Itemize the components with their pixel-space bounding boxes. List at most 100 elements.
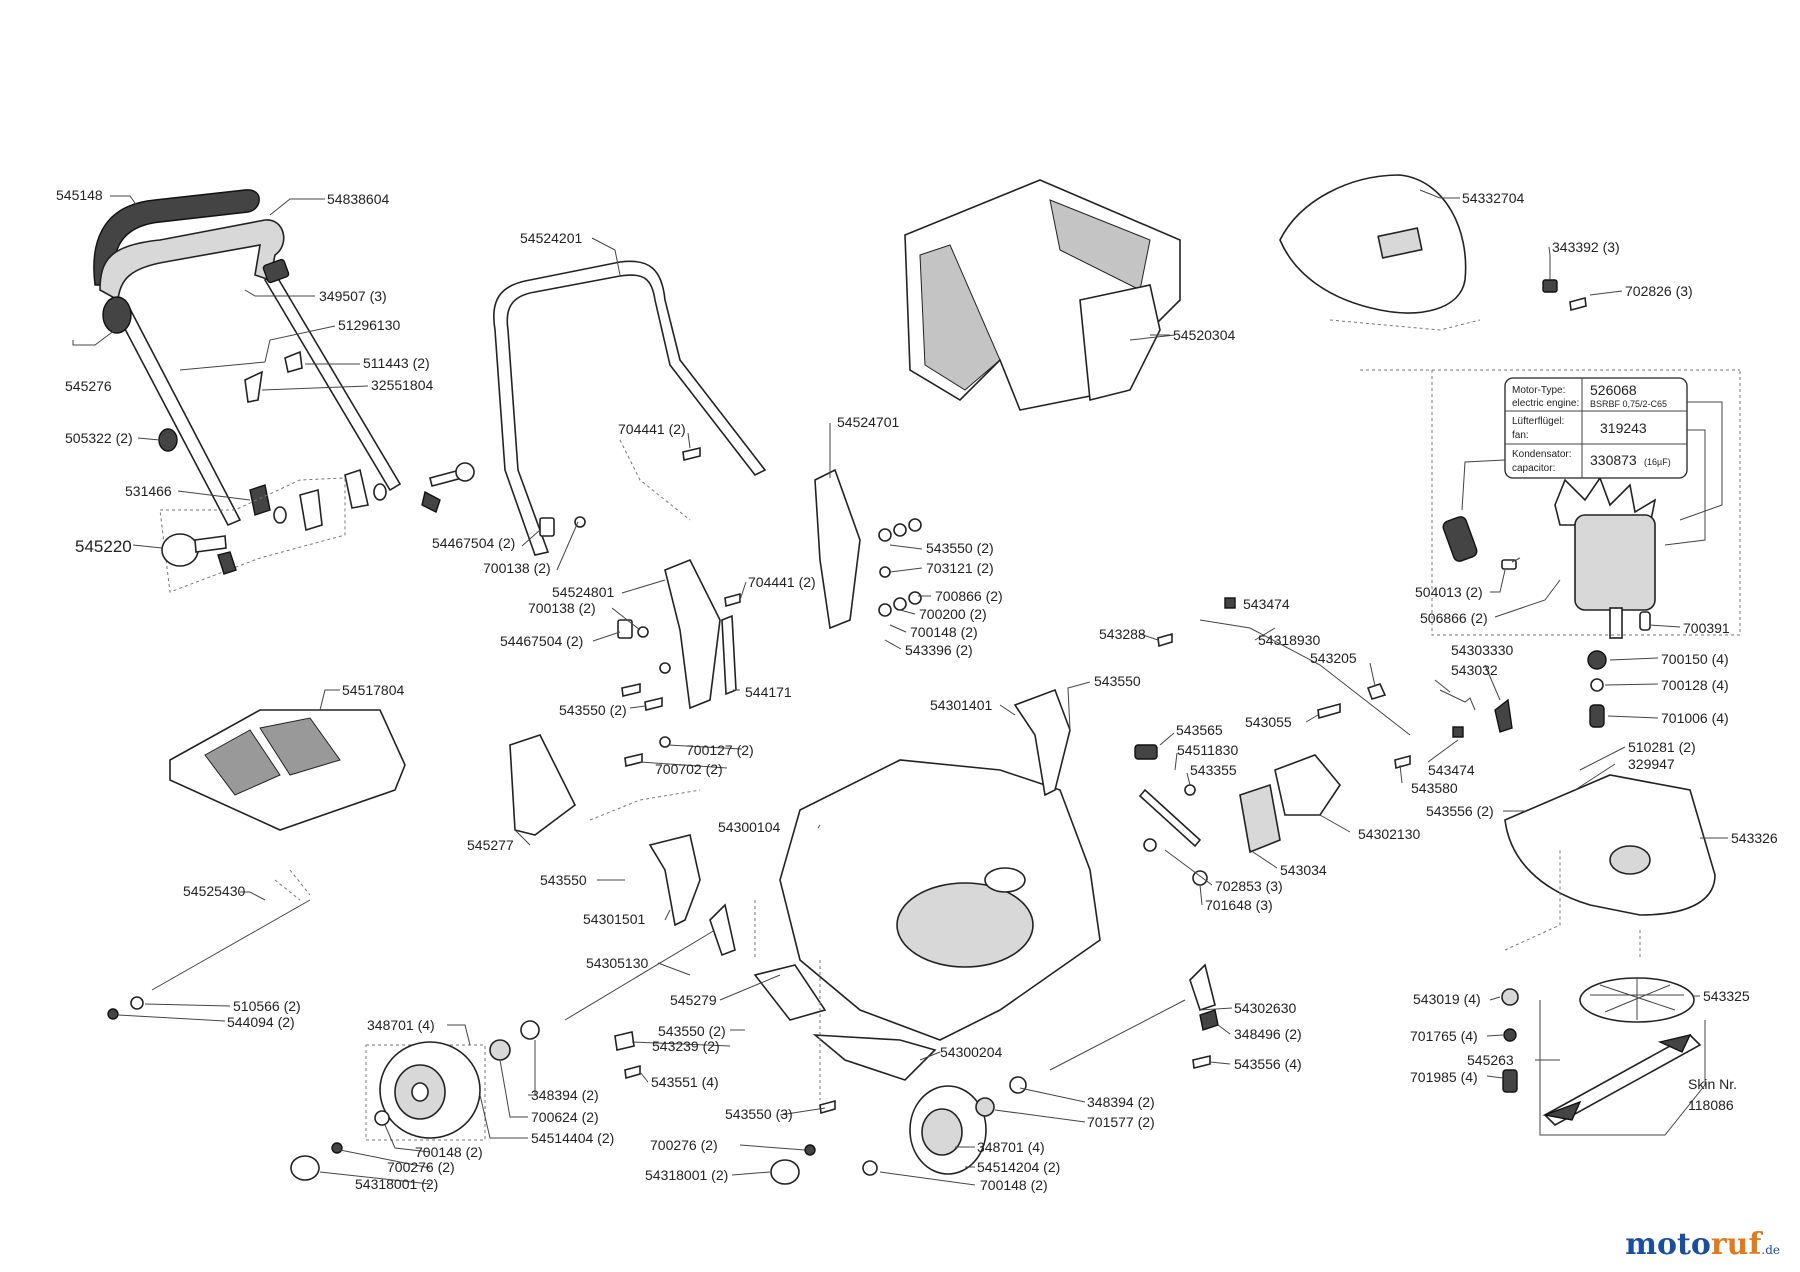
label-545148: 545148 xyxy=(56,187,103,203)
label-54305130: 54305130 xyxy=(586,955,649,971)
motor-cover xyxy=(1279,174,1467,314)
washer-700127 xyxy=(659,736,671,748)
grass-box-chute xyxy=(1079,284,1161,402)
guard-545279 xyxy=(753,964,827,1021)
guard-54300204 xyxy=(812,1034,937,1081)
label-543556-b: 543556 (4) xyxy=(1234,1056,1302,1072)
flap-545277 xyxy=(509,734,577,836)
screw-543551 xyxy=(624,1064,641,1080)
label-54467504-b: 54467504 (2) xyxy=(500,633,583,649)
label-54467504-a: 54467504 (2) xyxy=(432,535,515,551)
label-543034: 543034 xyxy=(1280,862,1327,878)
fan-label-2: fan: xyxy=(1512,430,1529,441)
motor-type-label-1: Motor-Type: xyxy=(1512,385,1565,396)
cover-grille-1 xyxy=(204,729,281,796)
label-701577: 701577 (2) xyxy=(1087,1114,1155,1130)
label-543355: 543355 xyxy=(1190,762,1237,778)
label-348394-b: 348394 (2) xyxy=(1087,1094,1155,1110)
label-543550-e: 543550 (2) xyxy=(658,1023,726,1039)
label-54332704: 54332704 xyxy=(1462,190,1525,206)
deck-opening xyxy=(896,882,1034,968)
label-54838604: 54838604 xyxy=(327,191,390,207)
nut-700276-b xyxy=(804,1144,816,1156)
rear-wheel-rim xyxy=(921,1108,963,1156)
washer-700128 xyxy=(1590,678,1604,692)
pin-543055 xyxy=(1317,702,1341,720)
bush-348394-a xyxy=(520,1020,540,1040)
axle-54525430 xyxy=(151,899,311,991)
grass-box-rod xyxy=(1129,334,1176,341)
label-700148-c: 700148 (2) xyxy=(980,1177,1048,1193)
cable-51296130 xyxy=(179,361,266,371)
wheel-cap-54318001-b xyxy=(770,1159,800,1185)
label-543205: 543205 xyxy=(1310,650,1357,666)
screw-543550-b xyxy=(644,696,663,711)
label-543032: 543032 xyxy=(1451,662,1498,678)
washer-703121 xyxy=(879,566,891,578)
axle-54302630 xyxy=(1049,999,1186,1071)
clip-543474-b xyxy=(1452,726,1464,738)
washer-700138-a xyxy=(574,516,586,528)
label-700150: 700150 (4) xyxy=(1661,651,1729,667)
label-54302630: 54302630 xyxy=(1234,1000,1297,1016)
label-543550-c: 543550 xyxy=(1094,673,1141,689)
label-704441-b: 704441 (2) xyxy=(748,574,816,590)
motor-spec-table: Motor-Type: electric engine: 526068 BSRB… xyxy=(1461,377,1723,563)
label-700148-a: 700148 (2) xyxy=(910,624,978,640)
bracket-54524701 xyxy=(814,468,861,630)
washer-handle-1 xyxy=(273,506,287,524)
washer-bracket-3 xyxy=(908,518,922,532)
capacitor-504013 xyxy=(1442,516,1478,562)
bearing-700624 xyxy=(489,1039,511,1061)
label-701765: 701765 (4) xyxy=(1410,1028,1478,1044)
cable-clip-511443 xyxy=(284,350,303,374)
handle-knob-left xyxy=(102,296,132,334)
clip-543239 xyxy=(614,1031,635,1051)
label-511443: 511443 (2) xyxy=(363,355,430,371)
blade-545263 xyxy=(1543,1034,1702,1126)
assembly-545220-box xyxy=(159,477,346,593)
motor-type-sub: BSRBF 0,75/2-C65 xyxy=(1590,399,1667,409)
leader-lines xyxy=(72,189,1741,1186)
key-700391 xyxy=(1639,611,1651,631)
handle-clip-right xyxy=(262,258,290,284)
clip-54467504-a xyxy=(539,517,555,537)
motor-cover-badge xyxy=(1377,227,1423,259)
bearing-701577 xyxy=(975,1097,995,1117)
label-54301401: 54301401 xyxy=(930,697,993,713)
front-wheel-hub xyxy=(411,1082,429,1102)
label-543474-a: 543474 xyxy=(1243,596,1290,612)
label-701648: 701648 (3) xyxy=(1205,897,1273,913)
height-lever-plate xyxy=(1239,783,1281,854)
washer-bracket-4 xyxy=(878,603,892,617)
label-54300104: 54300104 xyxy=(718,819,781,835)
spring-543355 xyxy=(1184,784,1196,796)
label-348394-a: 348394 (2) xyxy=(531,1087,599,1103)
washer-bracket-2 xyxy=(893,523,907,537)
label-54318001-b: 54318001 (2) xyxy=(645,1167,728,1183)
bush-348394-b xyxy=(1009,1076,1027,1094)
label-543288: 543288 xyxy=(1099,626,1146,642)
label-543580: 543580 xyxy=(1411,780,1458,796)
pin-543580 xyxy=(1394,754,1411,770)
knob-545220 xyxy=(161,533,199,567)
screw-543550-f xyxy=(819,1099,836,1115)
screw-543556-b xyxy=(1192,1054,1211,1069)
motor-table-frame xyxy=(1504,377,1688,479)
label-700200: 700200 (2) xyxy=(919,606,987,622)
washer-handle-2 xyxy=(373,483,387,501)
label-329947: 329947 xyxy=(1628,756,1675,772)
axle-bracket-rear xyxy=(1189,963,1216,1012)
label-702853: 702853 (3) xyxy=(1215,878,1283,894)
capacitor-label-2: capacitor: xyxy=(1512,463,1555,474)
capacitor-label-1: Kondensator: xyxy=(1512,449,1572,460)
brand-part-1: moto xyxy=(1625,1227,1711,1262)
label-531466: 531466 xyxy=(125,483,172,499)
label-544171: 544171 xyxy=(745,684,792,700)
label-700127: 700127 (2) xyxy=(686,742,754,758)
bracket-54303330 xyxy=(1494,698,1513,733)
label-701985: 701985 (4) xyxy=(1410,1069,1478,1085)
label-343392: 343392 (3) xyxy=(1552,239,1620,255)
bracket-54524801 xyxy=(664,558,721,710)
washer-510566 xyxy=(130,996,144,1010)
